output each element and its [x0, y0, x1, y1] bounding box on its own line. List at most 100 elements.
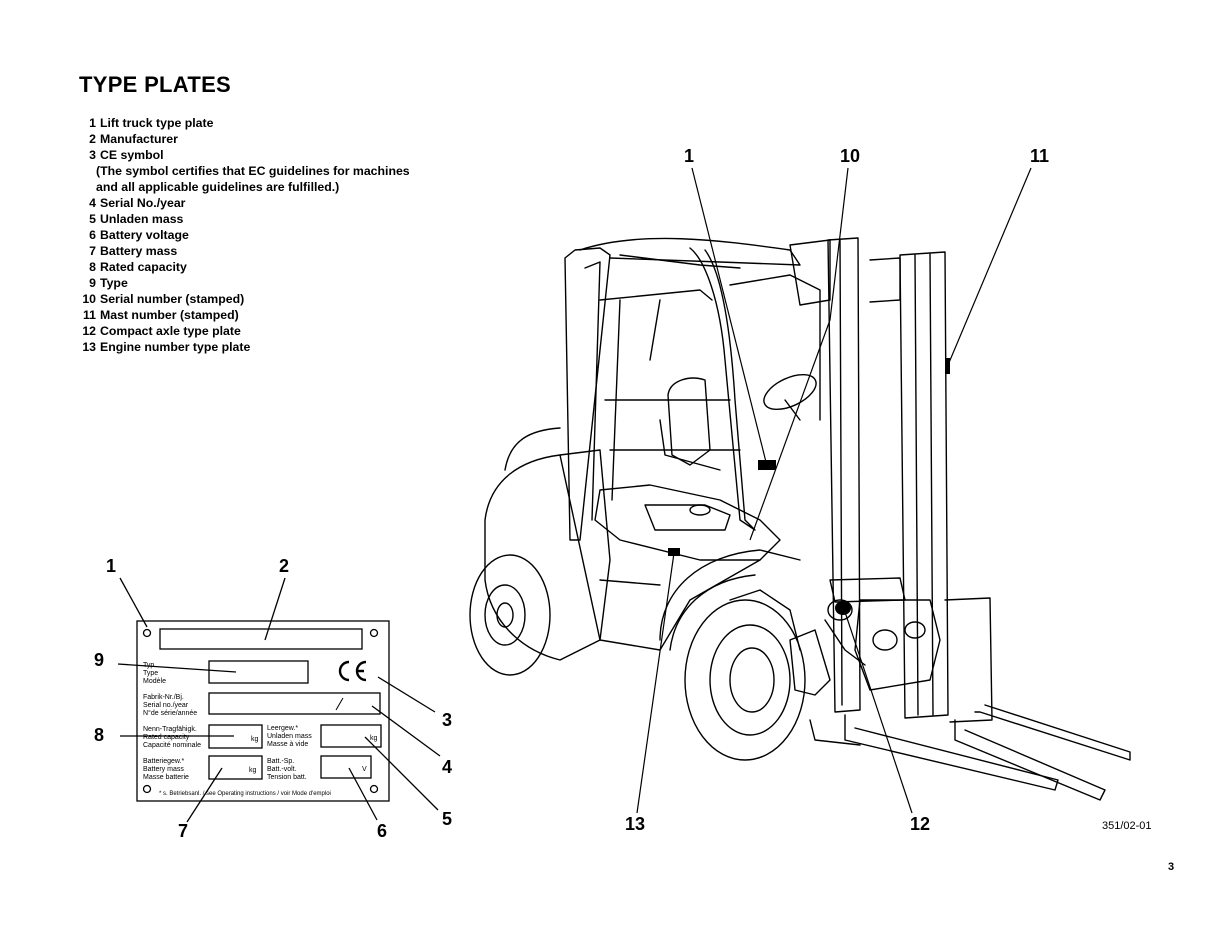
plate-hole: [142, 784, 152, 794]
type-field: [208, 660, 309, 684]
svg-text:Modèle: Modèle: [143, 678, 166, 685]
leader-line: [264, 577, 286, 641]
svg-text:Unladen mass: Unladen mass: [267, 733, 312, 740]
svg-text:Masse à vide: Masse à vide: [267, 741, 308, 748]
figure-code: 351/02-01: [1102, 820, 1152, 832]
mast-channel-right: [899, 251, 949, 719]
leader-line: [186, 767, 223, 823]
svg-text:Batteriegew.*: Batteriegew.*: [143, 758, 185, 765]
steering-wheel: [763, 373, 817, 411]
plate-outline: [136, 620, 390, 802]
leader-line: [117, 663, 237, 673]
overhead-guard-roof: [579, 237, 801, 266]
svg-text:V: V: [362, 766, 367, 773]
page-number: 3: [1168, 861, 1175, 873]
seat: [667, 377, 711, 466]
svg-text:kg: kg: [249, 767, 257, 774]
engine-hood: [594, 484, 781, 561]
callout-number: 9: [94, 650, 105, 670]
guard-front-post: [689, 247, 756, 531]
callout-number: 11: [1030, 146, 1050, 166]
front-wheel: [684, 599, 806, 761]
leader-line: [377, 676, 436, 713]
leader-line: [947, 167, 1032, 366]
plate-marker-axle: [835, 601, 851, 615]
leader-line: [364, 736, 439, 811]
leader-line: [348, 767, 378, 821]
fork-left: [844, 714, 1059, 791]
serial-field: [208, 692, 381, 715]
svg-text:kg: kg: [251, 736, 259, 743]
callout-number: 4: [442, 757, 453, 777]
leader-line: [691, 167, 767, 463]
battery-voltage-field: [320, 755, 372, 779]
callout-number: 5: [442, 809, 453, 829]
callout-number: 12: [910, 814, 931, 834]
callout-number: 6: [377, 821, 388, 841]
callout-number: 1: [106, 556, 117, 576]
mast-channel-left: [827, 237, 861, 713]
plate-hole: [369, 784, 379, 794]
leader-line: [119, 577, 148, 628]
svg-text:Masse batterie: Masse batterie: [143, 774, 189, 781]
leader-line: [829, 167, 849, 321]
svg-text:* s. Betriebsanl. / see Operat: * s. Betriebsanl. / see Operating instru…: [159, 791, 331, 797]
plate-hole: [369, 628, 379, 638]
unladen-field: [320, 724, 382, 748]
callout-number: 13: [625, 814, 646, 834]
fork-right: [954, 719, 1106, 801]
svg-text:Tension batt.: Tension batt.: [267, 774, 307, 781]
page-title: TYPE PLATES: [79, 72, 232, 97]
carriage: [854, 599, 941, 691]
battery-mass-field: [208, 755, 263, 780]
leader-line: [636, 552, 675, 814]
callout-number: 2: [279, 556, 290, 576]
callout-number: 3: [442, 710, 453, 730]
svg-text:N°de série/année: N°de série/année: [143, 709, 197, 717]
leader-line: [371, 705, 441, 757]
legend-item-note: and all applicable guidelines are fulfil…: [96, 180, 340, 194]
svg-text:Leergew.*: Leergew.*: [267, 725, 298, 732]
svg-text:Fabrik-Nr./Bj.: Fabrik-Nr./Bj.: [143, 694, 184, 701]
leader-line: [844, 611, 913, 814]
plate-marker-lift-truck: [758, 460, 776, 470]
callout-number: 1: [684, 146, 695, 166]
svg-text:Rated capacity: Rated capacity: [143, 734, 190, 741]
svg-text:Typ: Typ: [143, 662, 154, 669]
ce-mark-c: [338, 660, 350, 682]
svg-text:Batt.-Sp.: Batt.-Sp.: [267, 758, 294, 765]
front-fender: [659, 549, 801, 641]
svg-text:Capacité nominale: Capacité nominale: [143, 742, 201, 749]
svg-text:kg: kg: [370, 735, 378, 742]
guard-rear-post: [564, 247, 611, 541]
svg-text:Nenn-Tragfähigk.: Nenn-Tragfähigk.: [143, 726, 197, 733]
leader-line: [749, 319, 831, 541]
svg-text:Battery mass: Battery mass: [143, 766, 184, 773]
plate-marker-mast: [945, 358, 950, 374]
legend-item-note: (The symbol certifies that EC guidelines…: [96, 164, 410, 178]
manufacturer-field: [159, 628, 363, 650]
callout-number: 8: [94, 725, 105, 745]
ce-mark-e: [355, 660, 367, 682]
svg-text:Batt.-volt.: Batt.-volt.: [267, 766, 297, 773]
callout-number: 10: [840, 146, 861, 166]
plate-hole: [142, 628, 152, 638]
svg-text:Serial no./year: Serial no./year: [143, 702, 189, 709]
rear-wheel: [469, 554, 551, 676]
callout-number: 7: [178, 821, 189, 841]
